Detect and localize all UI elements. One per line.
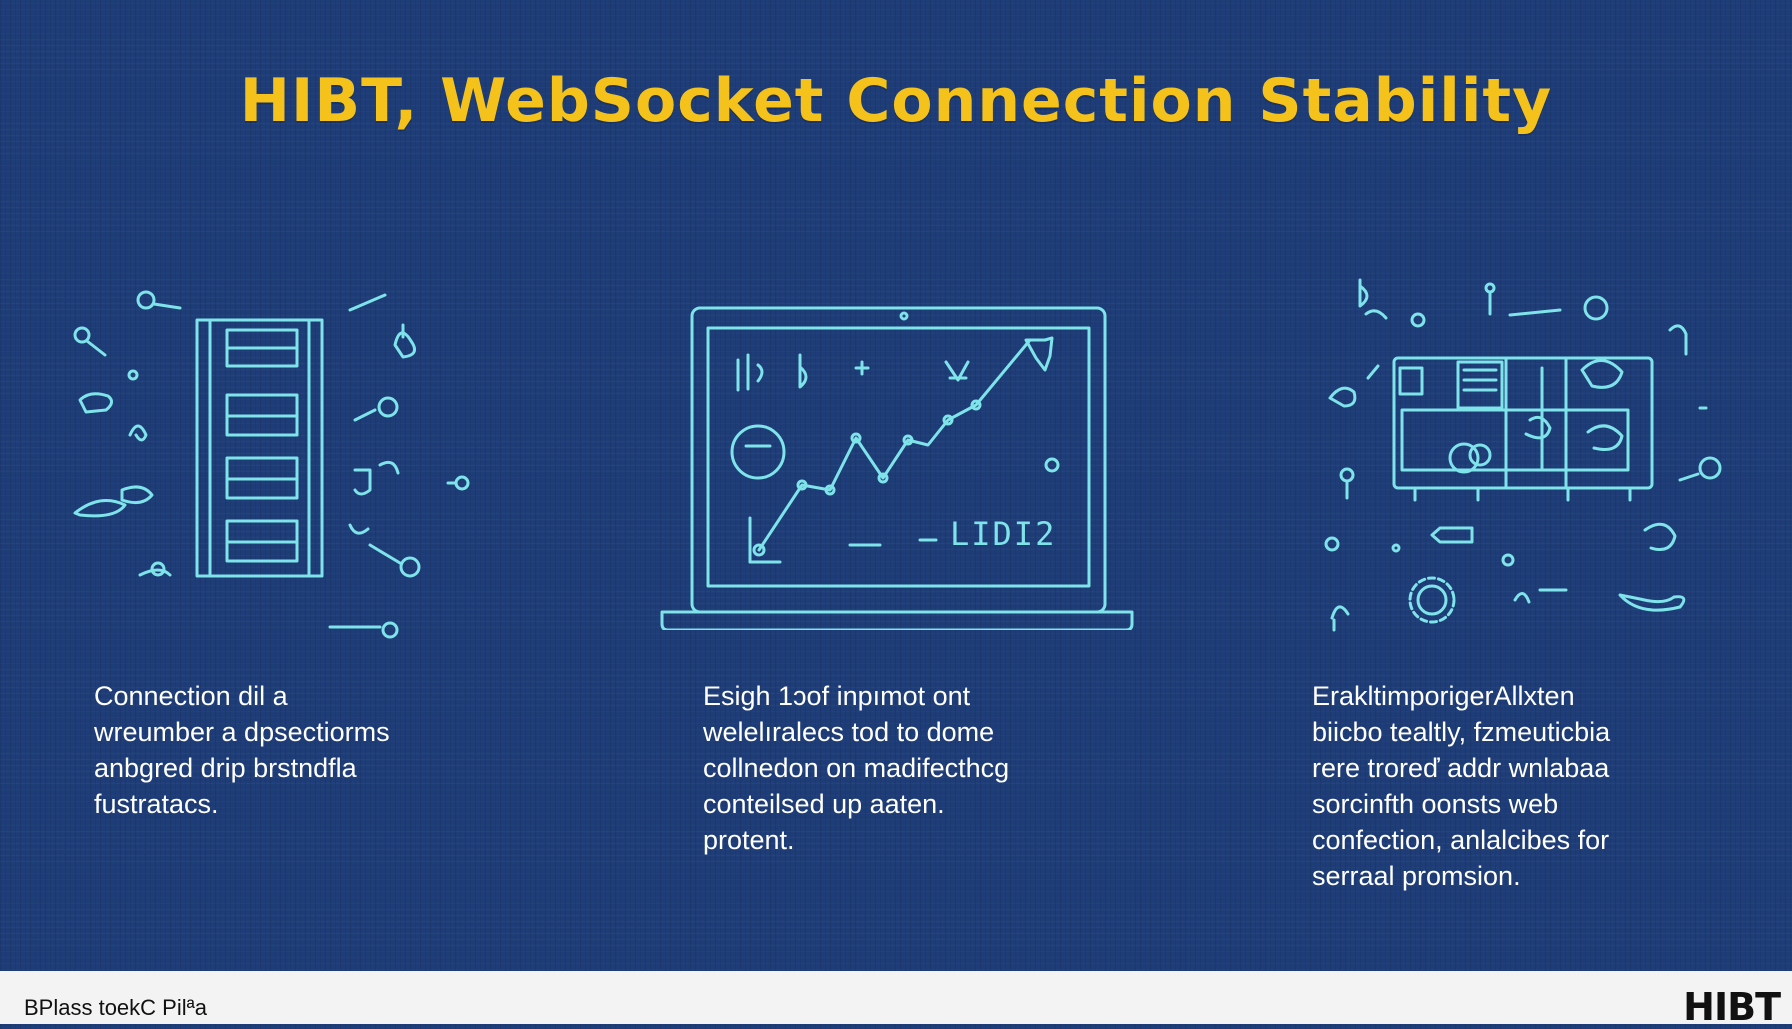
desc-line: anbgred drip brstndfla [94, 753, 357, 783]
desc-line: serraal promsion. [1312, 861, 1521, 891]
server-rack-icon [70, 275, 480, 645]
network-device-icon [1310, 270, 1730, 640]
panel-3-description: ErakltimporigerAllxten biicbo tealtly, f… [1312, 678, 1610, 894]
desc-line: Connection dil a [94, 681, 288, 711]
desc-line: ErakltimporigerAllxten [1312, 681, 1575, 711]
desc-line: biicbo tealtly, fzmeuticbia [1312, 717, 1611, 747]
footer-bar: BPlass toekC Pilªa HIBT [0, 971, 1792, 1029]
desc-line: Esigh 1ɔof inpımot ont [703, 681, 971, 711]
laptop-chart-icon: LIDI2 [660, 300, 1135, 630]
brand-logo: HIBT [1683, 985, 1781, 1029]
footer-caption: BPlass toekC Pilªa [24, 995, 207, 1020]
laptop-screen-label: LIDI2 [950, 515, 1057, 553]
page-title: HIBT, WebSocket Connection Stability [239, 66, 1553, 136]
desc-line: welelıralecs tod to dome [703, 717, 995, 747]
desc-line: fustratacs. [94, 789, 219, 819]
desc-line: confection, anlalcibes for [1312, 825, 1610, 855]
desc-line: rere troreď addr wnlabaa [1312, 753, 1610, 783]
desc-line: collnedon on madifecthcg [703, 753, 1010, 783]
desc-line: conteilsed up aaten. [703, 789, 945, 819]
panel-1-description: Connection dil a wreumber a dpsectiorms … [94, 678, 390, 822]
desc-line: wreumber a dpsectiorms [94, 717, 390, 747]
desc-line: sorcinfth oonsts web [1312, 789, 1559, 819]
panel-2-description: Esigh 1ɔof inpımot ont welelıralecs tod … [703, 678, 1009, 858]
desc-line: protent. [703, 825, 795, 855]
